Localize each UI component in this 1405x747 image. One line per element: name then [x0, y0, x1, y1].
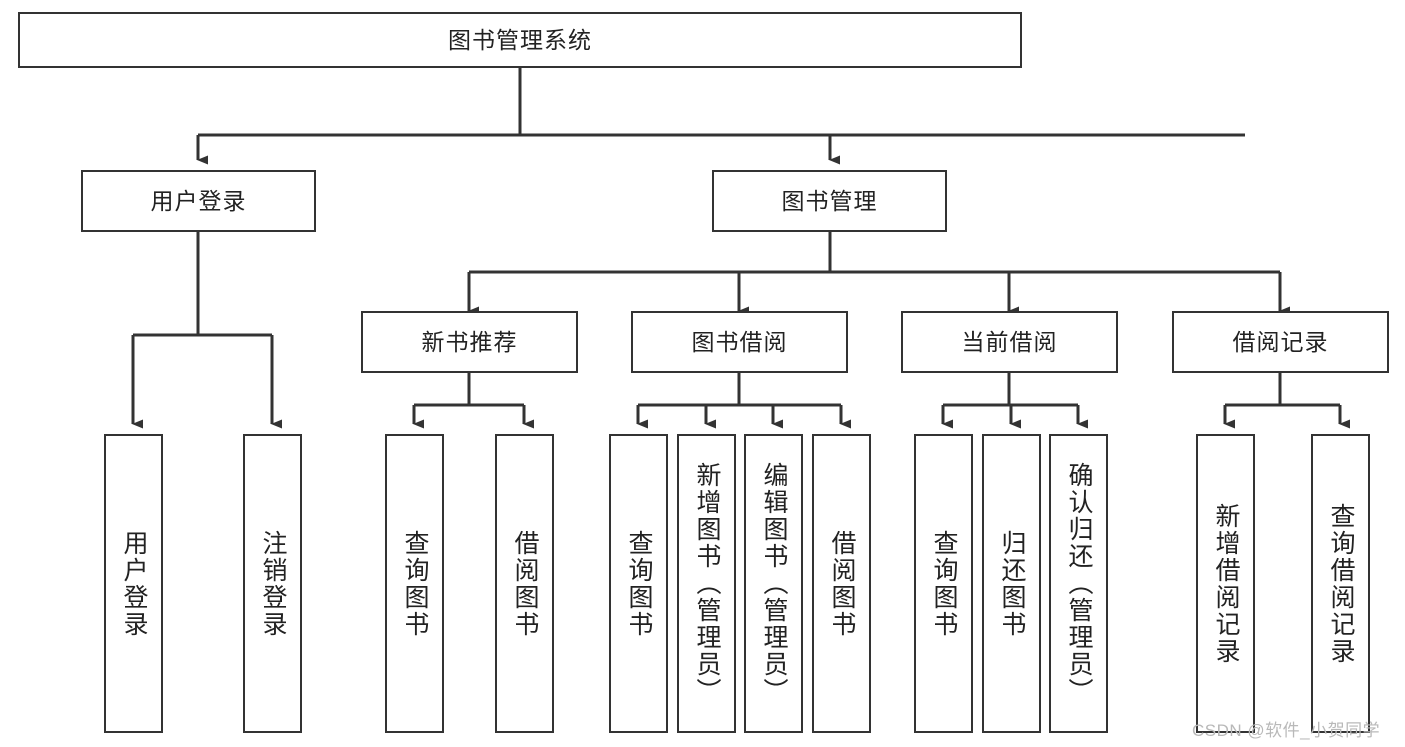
node-label: 新增图书（管理员）: [693, 462, 721, 705]
node-new-book-recommend[interactable]: 新书推荐: [361, 311, 578, 373]
node-label: 借阅图书: [828, 529, 856, 638]
leaf-book-borrow-query-books[interactable]: 查询图书: [609, 434, 668, 733]
node-label: 归还图书: [998, 529, 1026, 638]
node-label: 用户登录: [120, 529, 148, 638]
leaf-current-borrow-confirm-return-admin[interactable]: 确认归还（管理员）: [1049, 434, 1108, 733]
node-label: 查询图书: [401, 529, 429, 638]
node-label: 确认归还（管理员）: [1065, 462, 1093, 705]
leaf-current-borrow-query-books[interactable]: 查询图书: [914, 434, 973, 733]
leaf-borrow-record-add-record[interactable]: 新增借阅记录: [1196, 434, 1255, 733]
node-label: 图书借阅: [691, 328, 788, 355]
leaf-borrow-record-query-record[interactable]: 查询借阅记录: [1311, 434, 1370, 733]
node-label: 查询图书: [930, 529, 958, 638]
node-label: 注销登录: [259, 529, 287, 638]
node-root-book-management-system[interactable]: 图书管理系统: [18, 12, 1022, 68]
node-book-management[interactable]: 图书管理: [712, 170, 947, 232]
node-label: 编辑图书（管理员）: [760, 462, 788, 705]
node-current-borrow[interactable]: 当前借阅: [901, 311, 1118, 373]
node-borrow-record[interactable]: 借阅记录: [1172, 311, 1389, 373]
node-label: 新增借阅记录: [1212, 502, 1240, 665]
node-label: 新书推荐: [421, 328, 518, 355]
leaf-new-book-query-books[interactable]: 查询图书: [385, 434, 444, 733]
leaf-user-login-login[interactable]: 用户登录: [104, 434, 163, 733]
node-label: 查询借阅记录: [1327, 502, 1355, 665]
node-label: 当前借阅: [961, 328, 1058, 355]
node-book-borrow[interactable]: 图书借阅: [631, 311, 848, 373]
leaf-new-book-borrow-books[interactable]: 借阅图书: [495, 434, 554, 733]
leaf-book-borrow-borrow-books[interactable]: 借阅图书: [812, 434, 871, 733]
node-label: 图书管理: [781, 187, 878, 214]
leaf-book-borrow-edit-book-admin[interactable]: 编辑图书（管理员）: [744, 434, 803, 733]
node-label: 借阅记录: [1232, 328, 1329, 355]
leaf-user-login-logout[interactable]: 注销登录: [243, 434, 302, 733]
leaf-current-borrow-return-books[interactable]: 归还图书: [982, 434, 1041, 733]
node-label: 图书管理系统: [448, 26, 592, 53]
node-user-login[interactable]: 用户登录: [81, 170, 316, 232]
node-label: 借阅图书: [511, 529, 539, 638]
node-label: 用户登录: [150, 187, 247, 214]
leaf-book-borrow-add-book-admin[interactable]: 新增图书（管理员）: [677, 434, 736, 733]
node-label: 查询图书: [625, 529, 653, 638]
csdn-watermark: CSDN @软件_小贺同学: [1192, 721, 1381, 740]
